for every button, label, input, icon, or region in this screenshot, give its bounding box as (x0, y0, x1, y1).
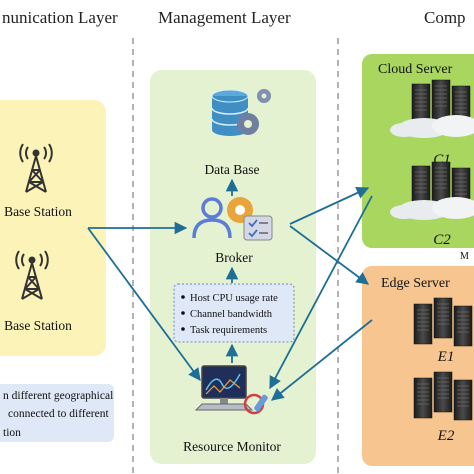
cloud-server-title: Cloud Server (378, 62, 453, 77)
region-note-panel (0, 384, 114, 442)
communication-panel (0, 100, 106, 356)
monitor-info-item-1: Host CPU usage rate (190, 293, 278, 304)
database-label: Data Base (204, 162, 259, 177)
cloud-node-label-c2: C2 (433, 232, 451, 248)
flow-arrows (87, 178, 373, 401)
edge-server-title: Edge Server (381, 276, 450, 291)
base-station-label-2: Base Station (4, 318, 72, 333)
computing-layer-title: Comp (424, 8, 466, 27)
management-layer-title: Management Layer (158, 8, 291, 27)
region-note-line-3: tion (3, 427, 21, 439)
broker-label: Broker (215, 250, 253, 265)
resource-monitor-icon (194, 365, 268, 415)
edge-server-panel (362, 266, 474, 466)
monitor-info-item-3: Task requirements (190, 325, 267, 336)
edge-node-label-e1: E1 (437, 349, 455, 365)
resource-monitor-label: Resource Monitor (183, 439, 281, 454)
bullet-icon (181, 295, 185, 299)
monitor-info-item-2: Channel bandwidth (190, 309, 273, 320)
broker-icon (192, 197, 273, 241)
base-station-label-1: Base Station (4, 204, 72, 219)
arrow-broker-to-edge (289, 225, 370, 285)
database-icon (211, 89, 271, 136)
bullet-icon (181, 327, 185, 331)
cloud-server-icon (390, 79, 474, 138)
region-note-line-1: n different geographical (3, 390, 113, 402)
arrow-broker-to-cloud (289, 187, 370, 225)
arrow-station-to-monitor (87, 227, 201, 382)
edge-node-label-e2: E2 (437, 428, 455, 444)
monitor-info-box (173, 283, 295, 343)
cloud-side-letter: M (460, 251, 469, 262)
bullet-icon (181, 311, 185, 315)
region-note-line-2: connected to different (8, 408, 109, 420)
communication-layer-title: nunication Layer (2, 8, 118, 27)
cloud-server-icon (390, 161, 474, 220)
arrow-cloud-to-monitor (269, 195, 373, 390)
arrow-edge-to-monitor (271, 319, 373, 401)
